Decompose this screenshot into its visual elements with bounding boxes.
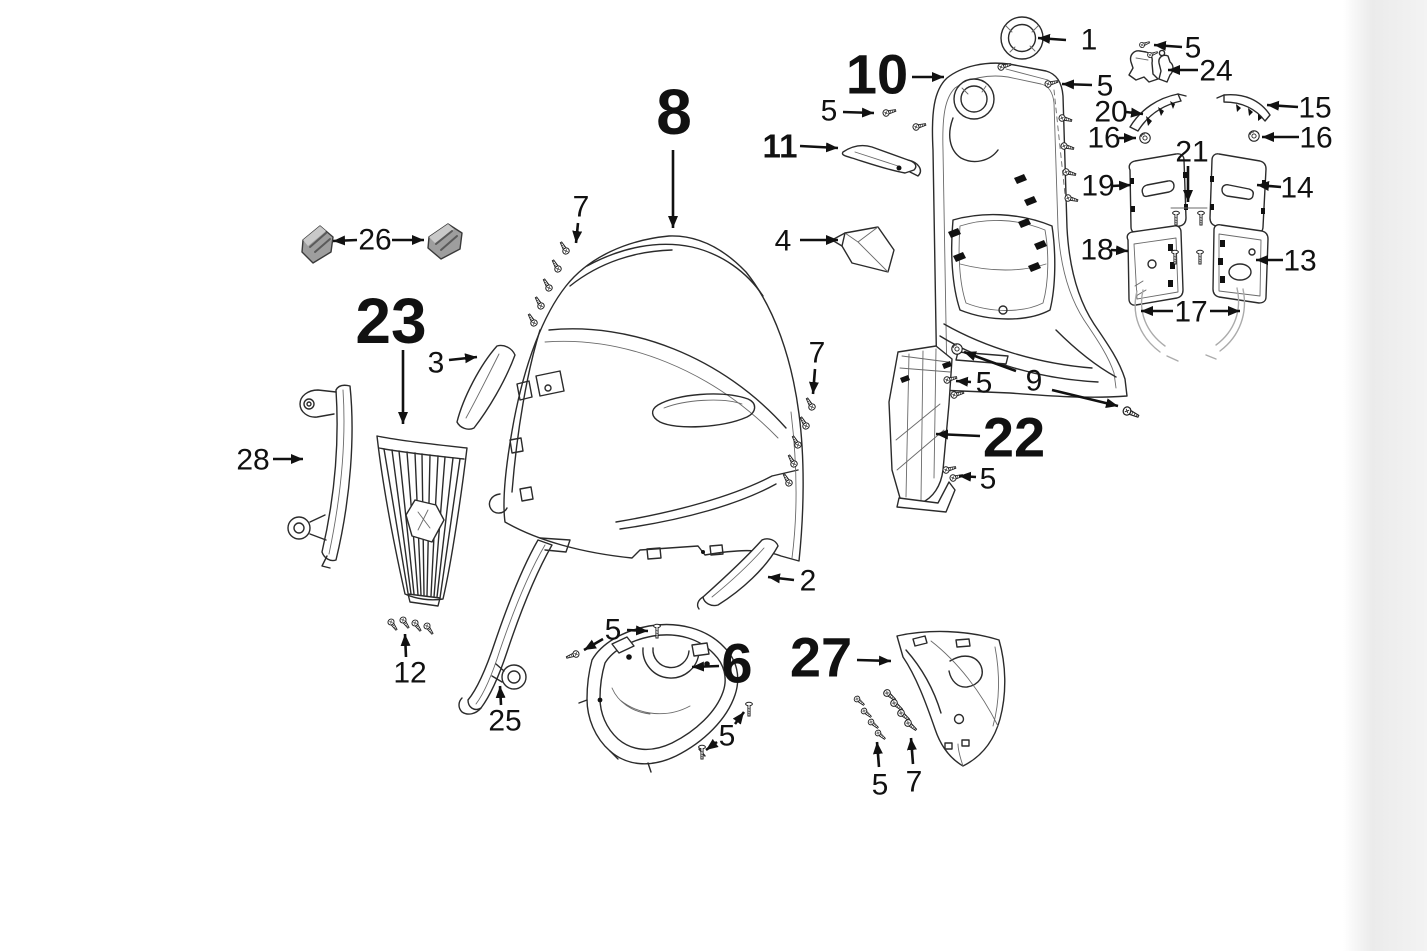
- callout-arrow-12: [400, 633, 411, 658]
- callout-arrow-11: [799, 142, 839, 153]
- part-drawing-trim-strips-17: [1134, 287, 1246, 362]
- part-label-7: 7: [809, 337, 826, 370]
- part-label-5: 5: [821, 95, 838, 128]
- part-label-5: 5: [1185, 32, 1202, 65]
- part-drawing-grommet-16-right: [1248, 130, 1260, 142]
- callout-arrow-6: [691, 661, 720, 672]
- part-label-15: 15: [1298, 92, 1331, 125]
- part-drawing-front-trim-28: [287, 384, 353, 569]
- callout-arrow-3: [448, 353, 478, 364]
- callout-arrow-26: [332, 235, 358, 246]
- callout-arrow-14: [1256, 181, 1282, 191]
- callout-arrow-1: [1037, 33, 1067, 44]
- callout-arrow-27: [856, 655, 892, 666]
- part-drawing-handle-trim-15: [1216, 93, 1271, 122]
- part-drawing-side-trim-3: [456, 344, 516, 430]
- callout-arrow-5: [732, 711, 746, 725]
- part-label-22: 22: [983, 406, 1045, 469]
- part-label-24: 24: [1199, 55, 1232, 88]
- part-label-12: 12: [393, 657, 426, 690]
- part-label-25: 25: [488, 705, 521, 738]
- callout-arrow-19: [1111, 180, 1132, 191]
- page-gutter-band: [1343, 0, 1427, 951]
- part-drawing-bracket-22: [888, 345, 956, 513]
- part-label-28: 28: [236, 444, 269, 477]
- part-drawing-horn-cover-6: [578, 623, 739, 773]
- callout-arrow-7: [906, 737, 917, 765]
- part-drawing-kneepad-13: [1212, 224, 1269, 304]
- part-drawing-rubber-pads-26: [301, 223, 463, 264]
- part-label-16: 16: [1087, 122, 1120, 155]
- part-label-19: 19: [1081, 170, 1114, 203]
- callout-arrow-15: [1266, 100, 1299, 111]
- part-label-18: 18: [1080, 234, 1113, 267]
- part-label-17: 17: [1174, 296, 1207, 329]
- part-label-5: 5: [605, 614, 622, 647]
- part-label-11: 11: [763, 128, 798, 165]
- part-label-23: 23: [355, 285, 426, 357]
- part-label-27: 27: [790, 626, 852, 689]
- part-label-5: 5: [976, 367, 993, 400]
- part-drawing-lower-trim-25: [458, 537, 571, 715]
- callout-arrow-20: [1125, 107, 1144, 118]
- part-label-4: 4: [775, 225, 792, 258]
- callout-arrow-18: [1110, 245, 1129, 256]
- part-label-5: 5: [719, 720, 736, 753]
- part-label-5: 5: [980, 463, 997, 496]
- part-drawing-bracket-11: [841, 144, 922, 177]
- callout-arrow-9: [1051, 388, 1119, 409]
- part-drawing-bottom-trim-2: [696, 538, 779, 610]
- part-drawing-pocket-4: [831, 226, 895, 273]
- callout-arrow-5: [872, 741, 883, 768]
- callout-arrow-5: [626, 625, 649, 636]
- part-label-13: 13: [1283, 245, 1316, 278]
- part-label-8: 8: [656, 76, 692, 148]
- part-drawing-kneepad-14: [1209, 153, 1267, 234]
- part-label-7: 7: [906, 766, 923, 799]
- part-label-2: 2: [800, 565, 817, 598]
- callout-arrow-7: [808, 368, 819, 395]
- part-drawing-inner-fender-27: [896, 630, 1006, 767]
- callout-arrow-9: [963, 350, 1017, 373]
- part-label-3: 3: [428, 347, 445, 380]
- callout-arrow-5: [958, 471, 977, 482]
- part-drawing-grille-23: [376, 435, 468, 607]
- callout-arrow-22: [935, 429, 981, 440]
- part-label-9: 9: [1026, 365, 1043, 398]
- callout-arrow-5: [705, 738, 719, 752]
- callout-arrow-5: [1153, 40, 1183, 51]
- callout-arrow-5: [1061, 79, 1093, 90]
- part-drawing-legshield-8: [488, 235, 804, 562]
- part-label-16: 16: [1299, 122, 1332, 155]
- part-label-6: 6: [721, 632, 752, 695]
- part-label-21: 21: [1175, 136, 1208, 169]
- part-label-7: 7: [573, 191, 590, 224]
- part-drawing-screw-set-21: [1170, 207, 1208, 265]
- part-label-10: 10: [846, 43, 908, 106]
- part-label-5: 5: [872, 769, 889, 802]
- part-drawing-grommet-9: [951, 343, 963, 355]
- part-label-14: 14: [1280, 172, 1313, 205]
- callout-arrow-2: [767, 573, 795, 584]
- part-drawing-clamp-ring-1: [1000, 16, 1044, 60]
- part-label-5: 5: [1097, 70, 1114, 103]
- callout-arrow-5: [583, 637, 604, 652]
- callout-arrow-5: [842, 107, 875, 118]
- part-drawing-kneepad-18: [1126, 225, 1184, 306]
- part-label-20: 20: [1094, 96, 1127, 129]
- callout-arrow-5: [955, 376, 972, 387]
- callout-arrow-7: [572, 222, 583, 244]
- part-label-26: 26: [358, 224, 391, 257]
- callout-arrow-25: [495, 685, 506, 706]
- part-drawing-grommet-16-left: [1139, 132, 1151, 144]
- part-label-1: 1: [1081, 24, 1098, 57]
